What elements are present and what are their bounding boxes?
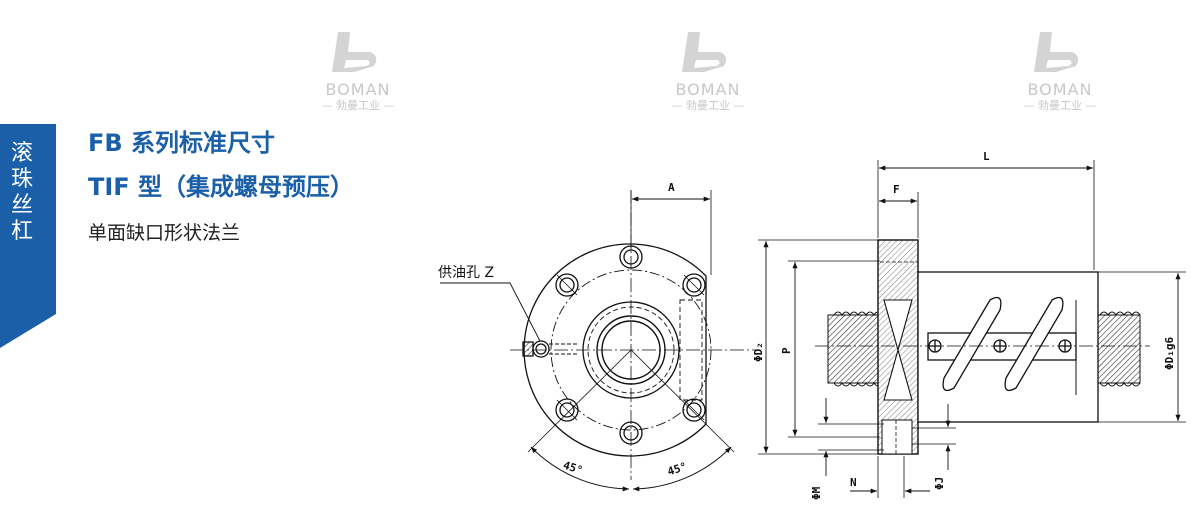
angle-right-label: 45° [666,460,689,479]
dimension-P-label: P [780,347,793,354]
dimension-A-label: A [668,181,675,194]
dimension-N-label: N [850,476,857,489]
brand-logo-icon [682,32,727,72]
screw-shaft-left [827,314,881,384]
brand-logo-icon [332,32,377,72]
angle-arc-right [632,446,732,492]
dimension-F-label: F [893,183,900,196]
oil-hole-label: 供油孔 Z [438,265,494,281]
brand-tagline: — 勃曼工业 — [1023,99,1097,112]
dimension-J-label: ΦJ [933,477,946,490]
page-subtitle-type: TIF 型（集成螺母预压） [88,173,355,201]
side-tab-background [0,124,56,348]
brand-logo-icon [1034,32,1079,72]
brand-watermark: BOMAN — 勃曼工业 — [298,22,418,112]
oil-hole-inner [535,343,547,355]
dimension-M-label: ΦM [810,486,823,500]
bolt-holes [555,245,706,445]
flange-section-cut [883,299,913,401]
brand-tagline: — 勃曼工业 — [671,99,745,112]
side-tab-char: 滚 [10,141,33,166]
dimension-L-label: L [983,150,990,163]
angle-left-label: 45° [561,459,584,478]
oil-hole [532,340,550,358]
oil-hole-leader [440,282,541,342]
brand-name: BOMAN [325,80,391,99]
return-tubes [942,296,1064,392]
oil-hole-plug [522,341,534,357]
page-title: FB 系列标准尺寸 [88,129,276,157]
side-view [758,160,1186,498]
brand-watermark: BOMAN — 勃曼工业 — [1000,22,1120,112]
side-tab-char: 杠 [10,219,33,244]
front-view [440,190,760,492]
brand-tagline: — 勃曼工业 — [321,99,395,112]
return-tube-plate [927,332,1077,361]
flange-shape-caption: 单面缺口形状法兰 [88,222,241,244]
dimension-D1-label: ΦD₁g6 [1163,337,1176,370]
dimension-D2-label: ΦD₂ [752,342,765,362]
angle-arc-left [530,446,630,492]
side-tab-char: 丝 [10,193,33,218]
side-category-tab: 滚 珠 丝 杠 [0,124,56,348]
side-tab-char: 珠 [10,167,33,192]
brand-name: BOMAN [675,80,741,99]
flat-face-hidden-line [679,299,703,401]
brand-watermark: BOMAN — 勃曼工业 — [648,22,768,112]
screw-shaft-right [1097,314,1141,384]
brand-name: BOMAN [1027,80,1093,99]
mounting-hole-section [881,419,913,455]
